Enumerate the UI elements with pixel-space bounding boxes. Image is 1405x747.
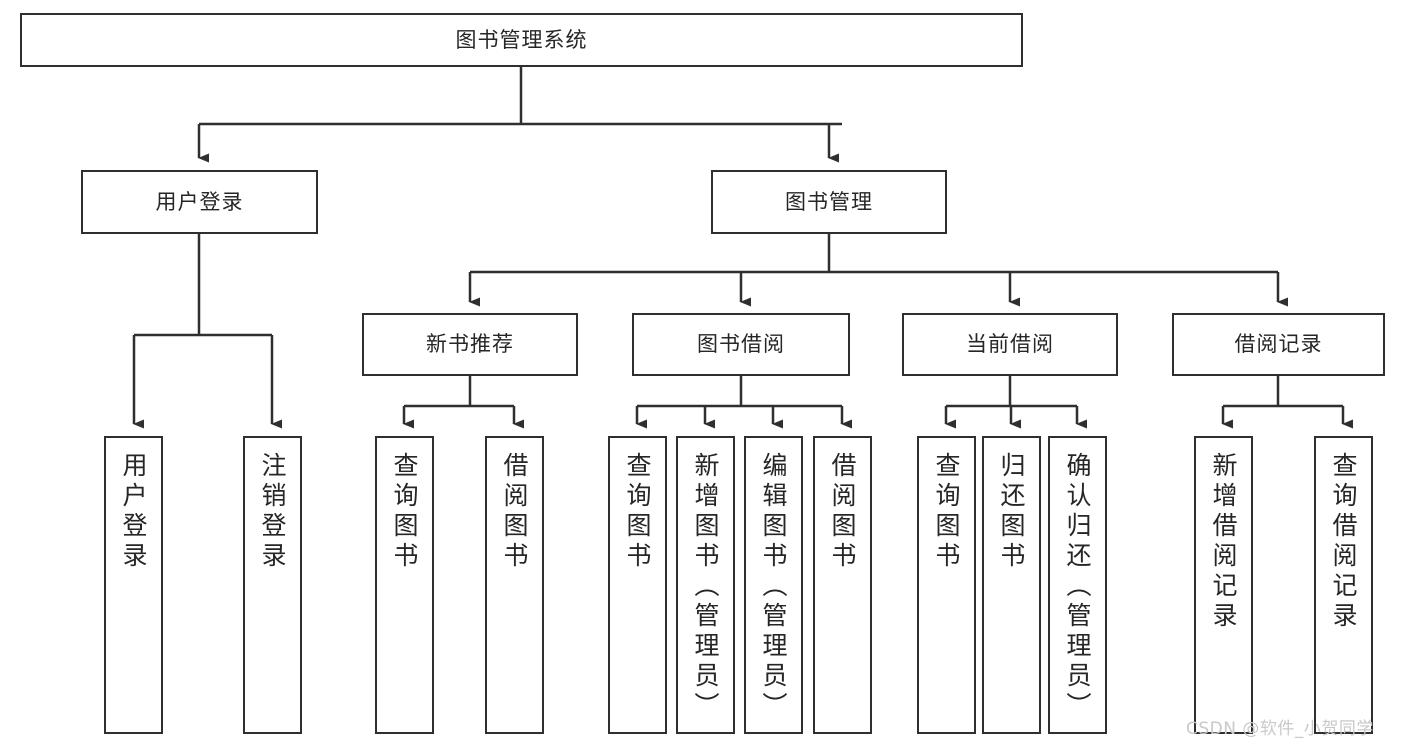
leaf-borrow-add-book[interactable]: 新增图书（管理员） bbox=[676, 436, 735, 734]
leaf-label: 借阅图书 bbox=[828, 452, 857, 572]
leaf-borrow-query-book[interactable]: 查询图书 bbox=[608, 436, 667, 734]
node-current-borrow-label: 当前借阅 bbox=[966, 332, 1054, 357]
leaf-current-query-book[interactable]: 查询图书 bbox=[917, 436, 976, 734]
leaf-label: 借阅图书 bbox=[500, 452, 529, 572]
leaf-label: 编辑图书（管理员） bbox=[759, 452, 788, 722]
node-book-management[interactable]: 图书管理 bbox=[711, 170, 947, 234]
node-user-login[interactable]: 用户登录 bbox=[81, 170, 318, 234]
leaf-label: 归还图书 bbox=[997, 452, 1026, 572]
leaf-label: 注销登录 bbox=[258, 452, 287, 572]
node-book-management-label: 图书管理 bbox=[785, 189, 873, 214]
leaf-record-query[interactable]: 查询借阅记录 bbox=[1314, 436, 1373, 734]
node-new-book-recommend-label: 新书推荐 bbox=[426, 332, 514, 357]
node-user-login-label: 用户登录 bbox=[155, 189, 244, 214]
csdn-watermark: CSDN @软件_小贺同学 bbox=[1186, 719, 1374, 739]
leaf-user-login-login[interactable]: 用户登录 bbox=[104, 436, 163, 734]
node-book-borrow-label: 图书借阅 bbox=[697, 332, 785, 357]
leaf-label: 新增图书（管理员） bbox=[691, 452, 720, 722]
node-root-label: 图书管理系统 bbox=[455, 27, 588, 52]
leaf-label: 用户登录 bbox=[119, 452, 148, 572]
leaf-record-add[interactable]: 新增借阅记录 bbox=[1194, 436, 1253, 734]
leaf-new-book-query[interactable]: 查询图书 bbox=[375, 436, 434, 734]
leaf-borrow-borrow-book[interactable]: 借阅图书 bbox=[813, 436, 872, 734]
leaf-label: 查询图书 bbox=[390, 452, 419, 572]
node-book-borrow[interactable]: 图书借阅 bbox=[632, 313, 850, 376]
leaf-label: 查询图书 bbox=[932, 452, 961, 572]
node-borrow-record[interactable]: 借阅记录 bbox=[1172, 313, 1385, 376]
node-current-borrow[interactable]: 当前借阅 bbox=[902, 313, 1118, 376]
leaf-label: 查询借阅记录 bbox=[1329, 452, 1358, 632]
leaf-label: 确认归还（管理员） bbox=[1063, 452, 1092, 722]
leaf-label: 查询图书 bbox=[623, 452, 652, 572]
leaf-user-login-logout[interactable]: 注销登录 bbox=[243, 436, 302, 734]
node-new-book-recommend[interactable]: 新书推荐 bbox=[362, 313, 578, 376]
leaf-current-confirm-return[interactable]: 确认归还（管理员） bbox=[1048, 436, 1107, 734]
node-root[interactable]: 图书管理系统 bbox=[20, 13, 1023, 67]
leaf-borrow-edit-book[interactable]: 编辑图书（管理员） bbox=[744, 436, 803, 734]
leaf-label: 新增借阅记录 bbox=[1209, 452, 1238, 632]
leaf-current-return-book[interactable]: 归还图书 bbox=[982, 436, 1041, 734]
node-borrow-record-label: 借阅记录 bbox=[1234, 332, 1323, 357]
leaf-new-book-borrow[interactable]: 借阅图书 bbox=[485, 436, 544, 734]
